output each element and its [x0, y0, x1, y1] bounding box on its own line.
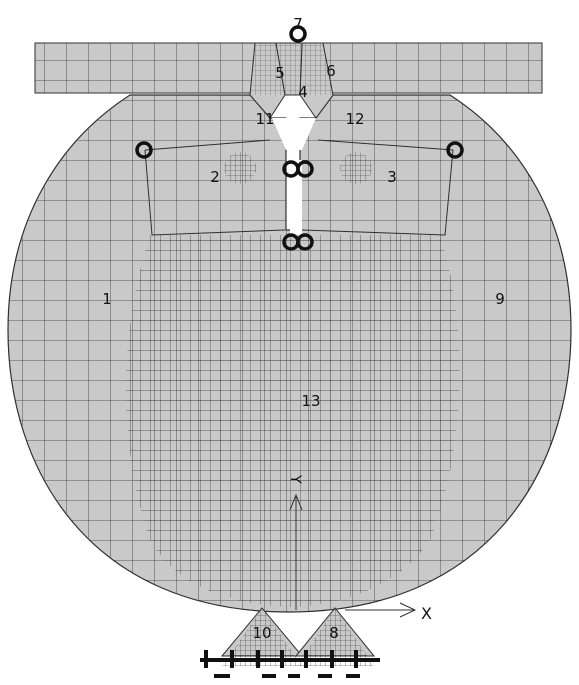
label-6: 6 [326, 62, 336, 80]
center-slot [290, 160, 302, 235]
pin-markers [135, 25, 464, 251]
label-3: 3 [387, 168, 397, 186]
label-7: 7 [293, 15, 303, 33]
label-9: 9 [495, 290, 505, 308]
upper-notch-gap [272, 118, 316, 150]
pin-top [289, 25, 307, 43]
label-5: 5 [275, 64, 285, 82]
label-10: 10 [252, 624, 271, 642]
pin-low-right [296, 233, 314, 251]
axis-y: Y [287, 474, 303, 610]
label-4: 4 [298, 83, 308, 101]
label-1: 1 [102, 290, 112, 308]
label-11: 11 [255, 110, 274, 128]
axis-y-label: Y [287, 474, 303, 484]
label-13: 13 [301, 392, 320, 410]
label-8: 8 [329, 624, 339, 642]
pin-mid-right [296, 160, 314, 178]
label-2: 2 [210, 168, 220, 186]
region-labels: 7 5 6 4 11 12 2 3 1 9 13 10 8 [102, 15, 505, 642]
notch-inserts [249, 42, 334, 119]
boundary-supports [200, 650, 380, 678]
disk-mesh [7, 94, 572, 613]
pin-right [446, 141, 464, 159]
axis-x-label: X [421, 604, 432, 623]
axis-x: X [345, 602, 432, 623]
pin-left [135, 141, 153, 159]
label-12: 12 [345, 110, 364, 128]
